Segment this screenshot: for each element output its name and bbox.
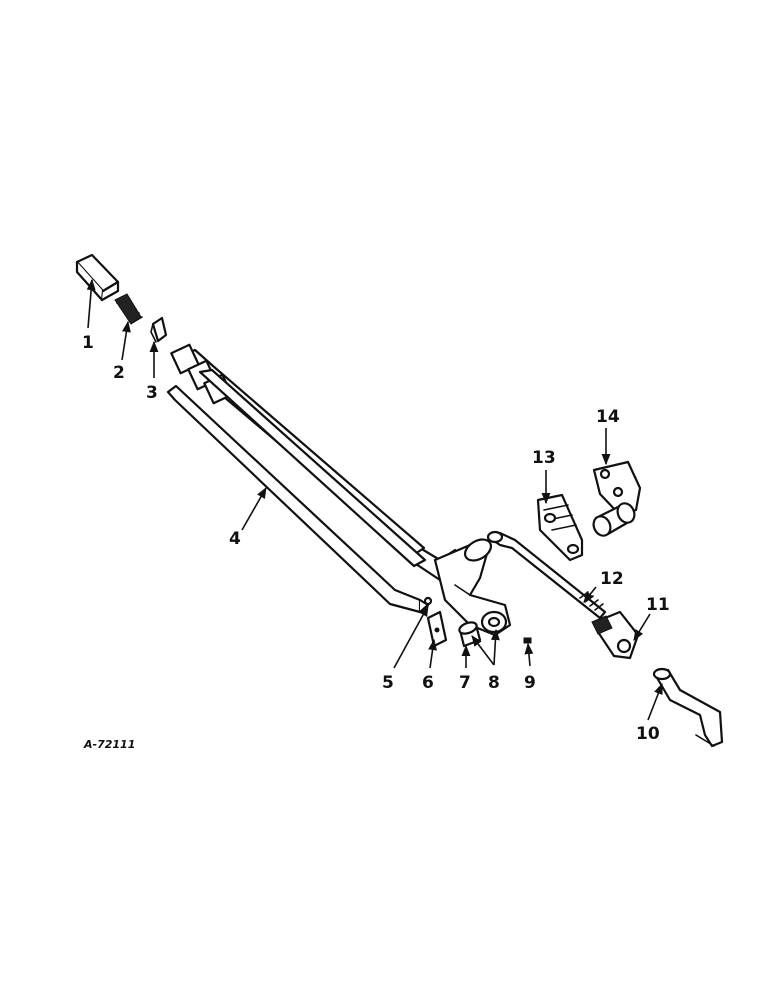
drawing-code: A-72111 [83,738,135,751]
callout-6: 6 [422,673,434,693]
part-10-lever [652,667,724,748]
part-2-spring [114,293,143,325]
callout-13: 13 [532,448,556,468]
part-1-cap [75,253,120,302]
callout-1: 1 [82,333,94,353]
callout-3: 3 [146,383,158,403]
callout-9: 9 [524,673,536,693]
part-5-pin [423,596,433,606]
callout-7: 7 [459,673,471,693]
part-8-shift-fork [433,538,512,637]
callout-2: 2 [113,363,125,383]
part-3-clip [150,316,168,343]
callout-labels: 1 2 3 4 5 6 7 8 9 10 11 12 13 14 A-72111 [82,333,670,751]
part-6-plate [426,610,448,648]
part-13-shift-plate [536,493,584,562]
callout-10: 10 [636,724,660,744]
part-11-clevis [591,610,640,660]
leader-lines [86,278,663,721]
callout-4: 4 [229,529,241,549]
callout-8: 8 [488,673,500,693]
part-4-shift-rails [166,343,457,614]
callout-12: 12 [600,569,624,589]
callout-11: 11 [646,595,670,615]
callout-5: 5 [382,673,394,693]
callout-14: 14 [596,407,620,427]
part-14-lever-shaft [592,460,642,537]
part-9-nut [523,637,532,644]
